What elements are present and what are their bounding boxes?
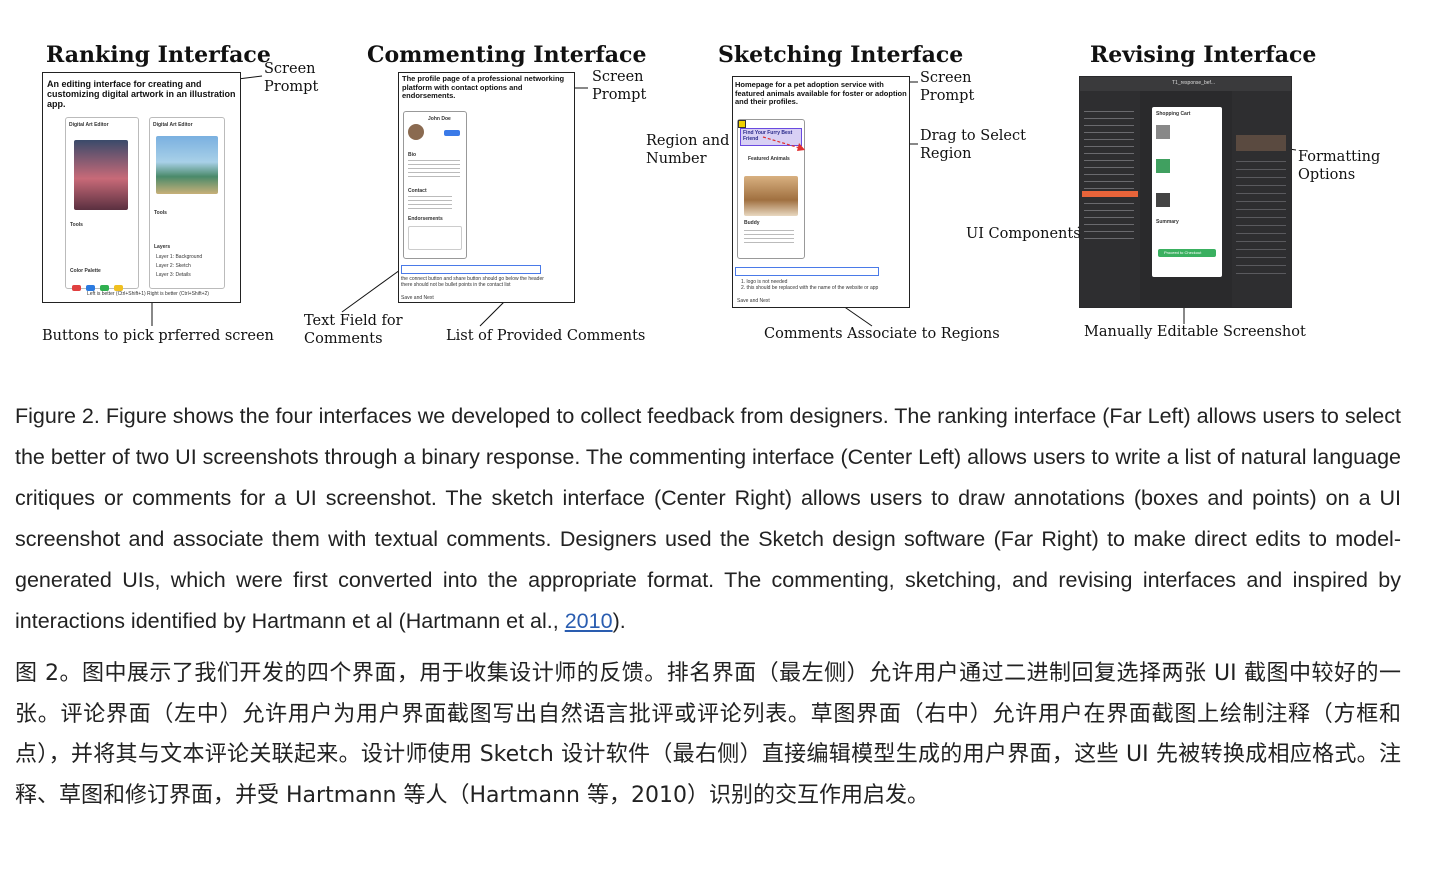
layer-item: Layer 1: Background xyxy=(156,254,203,260)
layer-list-lower xyxy=(1084,203,1134,243)
ranking-layers-label: Layers xyxy=(154,244,171,250)
citation-link[interactable]: 2010 xyxy=(564,609,613,633)
sketch-comment-item: 2. this should be replaced with the name… xyxy=(741,285,879,291)
pet-name: Buddy xyxy=(744,220,760,226)
bio-label: Bio xyxy=(408,152,417,158)
region-number-callout: Region and Number xyxy=(646,133,730,167)
formatting-options[interactable] xyxy=(1236,161,1286,281)
hero-region: Find Your Furry Best Friend xyxy=(740,128,802,146)
sketching-screenshot: Homepage for a pet adoption service with… xyxy=(732,76,910,308)
checkout-label: Proceed to Checkout xyxy=(1164,250,1202,255)
summary-label: Summary xyxy=(1156,219,1179,225)
checkout-button: Proceed to Checkout xyxy=(1158,249,1216,257)
commenting-prompt-text: The profile page of a professional netwo… xyxy=(402,74,565,100)
ranking-buttons-callout: Buttons to pick prferred screen xyxy=(42,328,274,344)
ranking-title: Ranking Interface xyxy=(46,42,271,68)
sketch-save-button[interactable]: Save and Next xyxy=(737,298,770,304)
ranking-prompt-text: An editing interface for creating and cu… xyxy=(47,79,236,109)
sketch-comment-item: 1. logo is not needed xyxy=(741,279,788,285)
selected-layer[interactable] xyxy=(1082,191,1138,197)
comments-regions-callout: Comments Associate to Regions xyxy=(764,326,1000,342)
product-thumb xyxy=(1156,193,1170,207)
color-swatches xyxy=(72,276,124,295)
left-is-better-button[interactable]: Left is better (Ctrl+Shift+1) xyxy=(87,291,146,297)
save-and-next-button[interactable]: Save and Next xyxy=(401,295,434,301)
comment-text-field[interactable] xyxy=(401,265,541,274)
bio-text xyxy=(408,160,460,180)
profile-name: John Doe xyxy=(428,116,451,122)
endorsement-card xyxy=(408,226,462,250)
ranking-right-app-title: Digital Art Editor xyxy=(153,122,193,128)
product-thumb xyxy=(1156,159,1170,173)
ranking-left-option: Digital Art Editor Tools Color Palette xyxy=(65,117,139,291)
contact-label: Contact xyxy=(408,188,427,194)
sketch-app-screenshot: T1_response_bef... Shopping Cart Summary… xyxy=(1079,76,1292,308)
sketch-annotation[interactable] xyxy=(733,77,909,307)
figure-caption-english: Figure 2. Figure shows the four interfac… xyxy=(15,396,1401,642)
ranking-tools-label-right: Tools xyxy=(154,210,167,216)
layer-list xyxy=(1084,111,1134,201)
layer-item: Layer 2: Sketch xyxy=(156,263,191,269)
ui-components-callout: UI Components xyxy=(966,226,1081,242)
caption-english-text: Figure 2. Figure shows the four interfac… xyxy=(15,404,1401,633)
comment-list-item: the connect button and share button shou… xyxy=(401,276,544,288)
product-thumb xyxy=(1156,125,1170,139)
commenting-screenshot: The profile page of a professional netwo… xyxy=(398,72,575,303)
text-field-callout: Text Field for Comments xyxy=(304,313,403,347)
region-number-badge xyxy=(738,120,746,128)
artwork-dark-image xyxy=(74,140,128,210)
sketching-title: Sketching Interface xyxy=(718,42,964,68)
figure-2: Ranking Interface An editing interface f… xyxy=(0,0,1440,380)
ranking-tools-label: Tools xyxy=(70,222,83,228)
pet-homepage-preview: Find Your Furry Best Friend Featured Ani… xyxy=(737,119,805,259)
list-of-comments-callout: List of Provided Comments xyxy=(446,328,646,344)
canvas-artboard[interactable]: Shopping Cart Summary Proceed to Checkou… xyxy=(1152,107,1222,277)
sketching-screen-prompt-callout: Screen Prompt xyxy=(920,70,975,104)
inspector-panel xyxy=(1232,91,1291,307)
profile-page-preview: John Doe Bio Contact Endorsements xyxy=(403,111,467,259)
sketch-comment-field[interactable] xyxy=(735,267,879,276)
formatting-swatches[interactable] xyxy=(1236,135,1286,151)
dog-photo xyxy=(744,176,798,216)
ranking-screenshot: An editing interface for creating and cu… xyxy=(42,72,241,303)
drag-select-callout: Drag to Select Region xyxy=(920,128,1026,162)
contact-list xyxy=(408,196,452,210)
ranking-left-app-title: Digital Art Editor xyxy=(69,122,109,128)
revising-title: Revising Interface xyxy=(1090,42,1317,68)
ranking-right-option: Digital Art Editor Tools Layers Layer 1:… xyxy=(149,117,225,289)
right-is-better-button[interactable]: Right is better (Ctrl+Shift+2) xyxy=(147,291,209,297)
formatting-options-callout: Formatting Options xyxy=(1298,149,1381,183)
sketching-prompt-text: Homepage for a pet adoption service with… xyxy=(735,80,907,106)
hero-text: Find Your Furry Best Friend xyxy=(743,130,793,142)
endorsements-label: Endorsements xyxy=(408,216,443,222)
avatar xyxy=(408,124,424,140)
layer-item: Layer 3: Details xyxy=(156,272,191,278)
commenting-screen-prompt-callout: Screen Prompt xyxy=(592,69,647,103)
artwork-landscape-image xyxy=(156,136,218,194)
caption-english-tail: ). xyxy=(612,609,626,633)
ranking-screen-prompt-callout: Screen Prompt xyxy=(264,61,319,95)
toolbar: T1_response_bef... xyxy=(1080,77,1291,91)
commenting-title: Commenting Interface xyxy=(367,42,647,68)
ranking-color-palette-label: Color Palette xyxy=(70,268,101,274)
pet-description xyxy=(744,230,794,244)
featured-animals-label: Featured Animals xyxy=(748,156,790,162)
layers-sidebar xyxy=(1080,91,1140,307)
file-title: T1_response_bef... xyxy=(1172,80,1216,86)
connect-button xyxy=(444,130,460,136)
editable-screenshot-callout: Manually Editable Screenshot xyxy=(1084,324,1306,340)
cart-title: Shopping Cart xyxy=(1156,111,1191,117)
figure-caption-chinese: 图 2。图中展示了我们开发的四个界面，用于收集设计师的反馈。排名界面（最左侧）允… xyxy=(15,661,1401,808)
